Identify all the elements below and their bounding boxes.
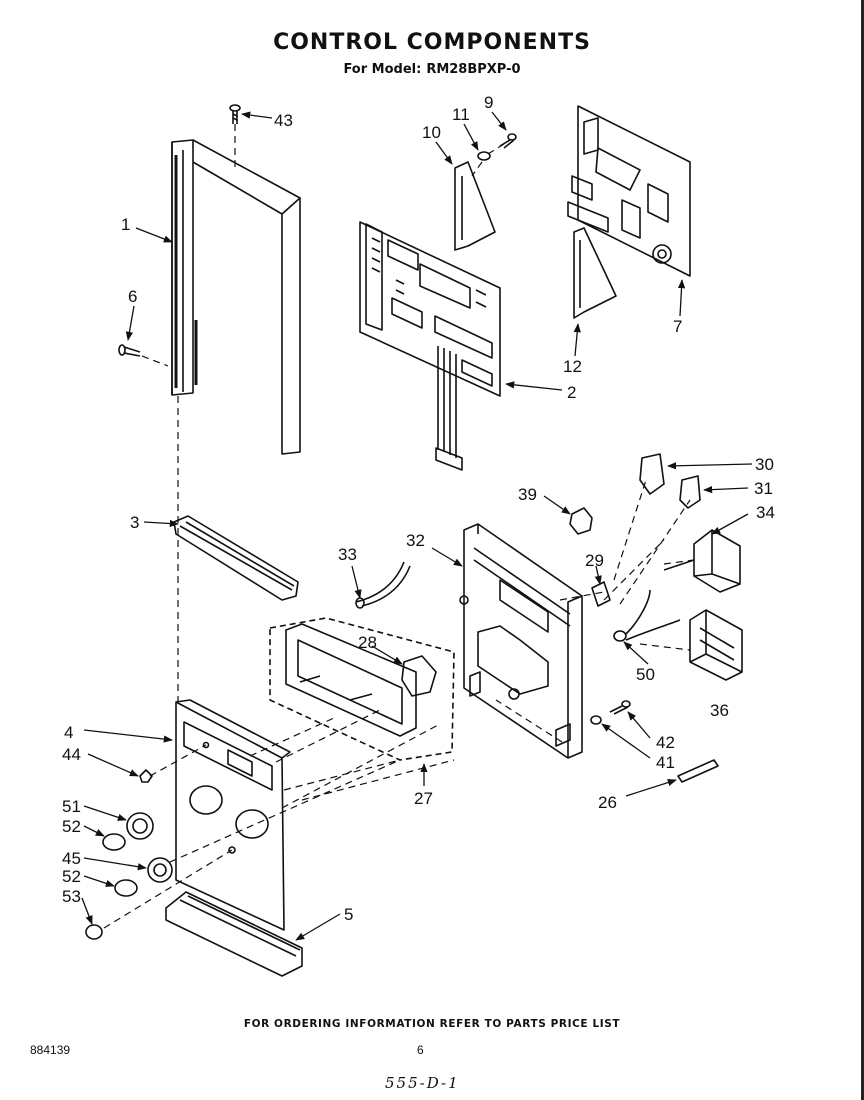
- model-label: For Model:: [343, 62, 422, 77]
- part-3-trim-strip: [173, 515, 299, 601]
- callout-3: 3: [130, 513, 139, 532]
- callout-5: 5: [344, 905, 353, 924]
- callout-41: 41: [656, 753, 675, 772]
- callout-32: 32: [406, 531, 425, 550]
- callout-30: 30: [755, 455, 774, 474]
- part-33-tube: [355, 561, 411, 609]
- part-52-knob-lower: [114, 879, 138, 897]
- page-number: 6: [417, 1043, 424, 1057]
- part-32-mounting-panel: [459, 523, 583, 759]
- part-44-nut: [139, 769, 153, 783]
- callout-43: 43: [274, 111, 293, 130]
- part-5-bottom-trim: [165, 891, 303, 977]
- callout-2: 2: [567, 383, 576, 402]
- part-9-screw: [499, 133, 517, 149]
- callout-9: 9: [484, 93, 493, 112]
- part-53-button: [85, 924, 103, 940]
- scan-edge: [861, 0, 864, 1100]
- part-2-keypad: [359, 221, 501, 471]
- callout-52-lower: 52: [62, 867, 81, 886]
- document-number: 884139: [30, 1043, 71, 1057]
- callout-51: 51: [62, 797, 81, 816]
- page-title: CONTROL COMPONENTS: [273, 30, 591, 55]
- ordering-note: FOR ORDERING INFORMATION REFER TO PARTS …: [243, 1018, 621, 1030]
- callout-4: 4: [64, 723, 73, 742]
- part-43-screw: [229, 104, 241, 124]
- callout-42: 42: [656, 733, 675, 752]
- part-1-control-housing: [171, 139, 301, 455]
- part-10-bracket: [454, 161, 496, 251]
- part-31-bracket: [679, 475, 701, 509]
- model-number: RM28BPXP-0: [426, 62, 521, 77]
- part-39-clip: [569, 507, 593, 535]
- callout-7: 7: [673, 317, 682, 336]
- part-29-connector: [591, 581, 611, 607]
- part-4-front-panel: [175, 699, 291, 931]
- part-41-washer: [590, 715, 602, 725]
- callout-44: 44: [62, 745, 81, 764]
- part-30-bracket: [639, 453, 665, 495]
- part-52-knob-upper: [102, 833, 126, 851]
- callout-33: 33: [338, 545, 357, 564]
- leader-lines: [81, 111, 753, 941]
- part-12-bracket: [573, 227, 617, 319]
- handwritten-note: 555-D-1: [385, 1074, 460, 1092]
- callout-34: 34: [756, 503, 775, 522]
- callout-52-upper: 52: [62, 817, 81, 836]
- callout-12: 12: [563, 357, 582, 376]
- callout-1: 1: [121, 215, 130, 234]
- part-50-switch: [613, 589, 681, 642]
- part-7-control-board: [567, 105, 691, 277]
- part-26-sensor: [677, 759, 719, 783]
- callout-29: 29: [585, 551, 604, 570]
- callout-39: 39: [518, 485, 537, 504]
- callout-36: 36: [710, 701, 729, 720]
- alignment-lines: [103, 124, 695, 929]
- callout-11: 11: [452, 105, 470, 124]
- callout-28: 28: [358, 633, 377, 652]
- callout-31: 31: [754, 479, 773, 498]
- callout-45: 45: [62, 849, 81, 868]
- callout-53: 53: [62, 887, 81, 906]
- part-6-screw: [118, 344, 141, 357]
- part-28-display-housing: [285, 623, 437, 737]
- part-34-relay: [663, 529, 741, 593]
- callout-6: 6: [128, 287, 137, 306]
- callout-26: 26: [598, 793, 617, 812]
- model-subtitle: For Model: RM28BPXP-0: [0, 62, 864, 77]
- part-36-transformer: [689, 609, 743, 681]
- callout-labels: 43 1 6 10 11 9 2 12 7 3 33 32 28 30 31 3…: [62, 93, 775, 924]
- part-27-assembly-outline: [269, 617, 455, 761]
- callout-10: 10: [422, 123, 441, 142]
- part-45-bezel: [147, 857, 173, 883]
- part-51-bezel: [126, 812, 154, 840]
- callout-50: 50: [636, 665, 655, 684]
- part-11-washer: [477, 151, 491, 161]
- callout-27: 27: [414, 789, 433, 808]
- part-42-screw: [609, 700, 631, 715]
